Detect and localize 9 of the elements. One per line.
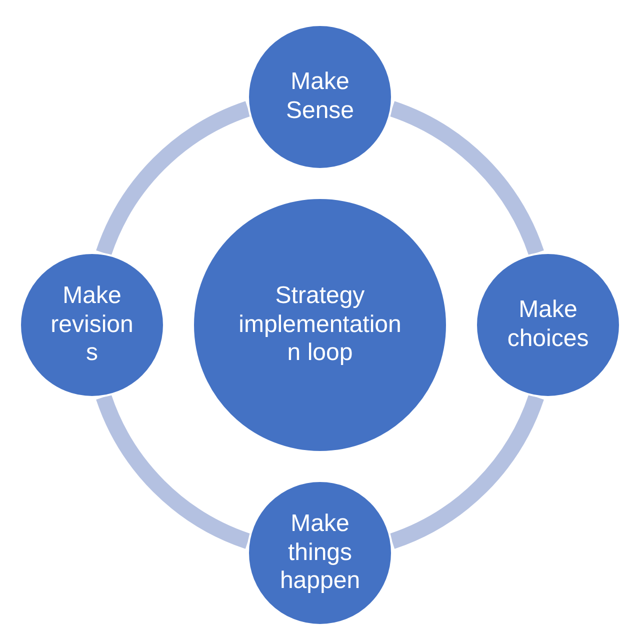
- node-label: Make choices: [506, 296, 590, 354]
- node-label: Make revision s: [50, 282, 134, 368]
- node-label: Make things happen: [278, 510, 362, 596]
- ring-arc: [96, 394, 251, 549]
- node-label: Make Sense: [284, 68, 356, 126]
- ring-arc: [389, 394, 544, 549]
- node-label: Strategy implementation n loop: [238, 282, 402, 368]
- ring-arc: [389, 101, 544, 256]
- ring-arc: [96, 101, 251, 256]
